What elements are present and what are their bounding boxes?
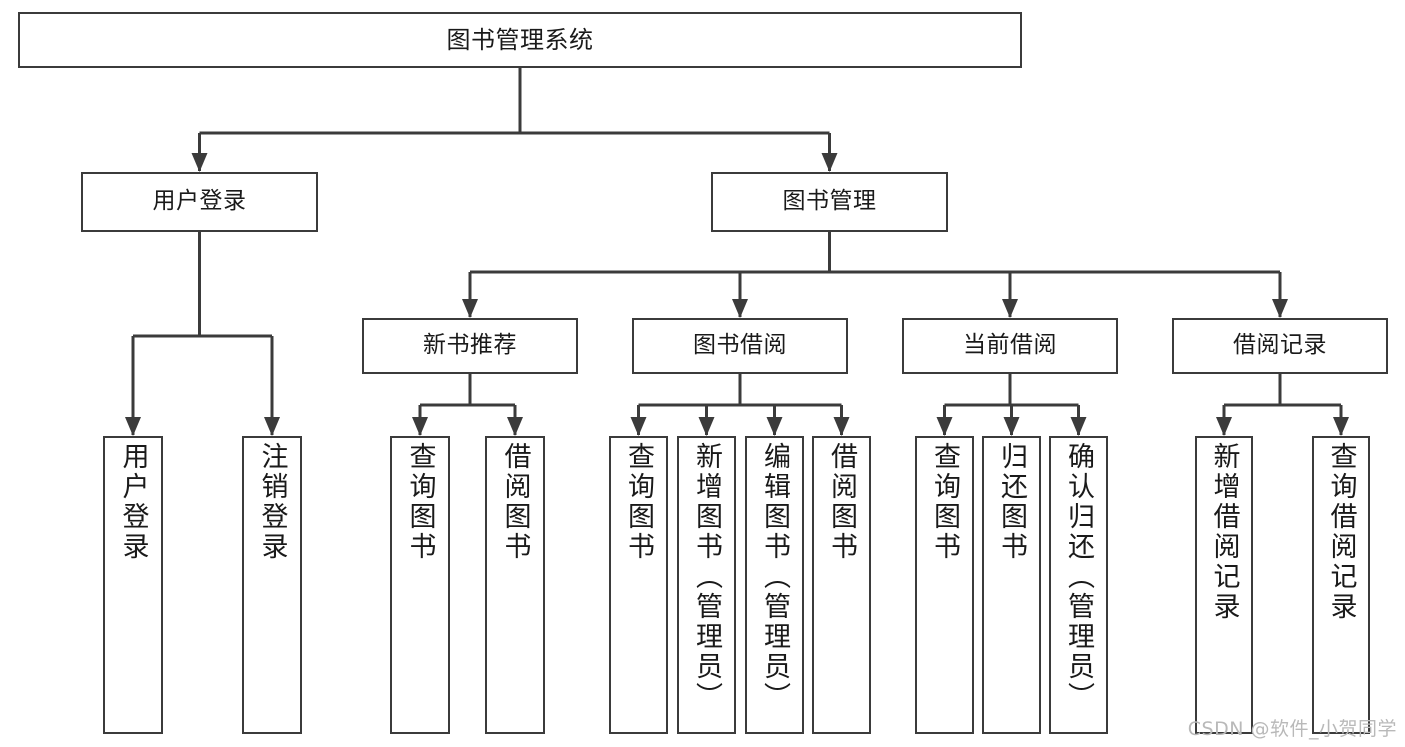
node-leaf-bor-1[interactable]: 查询图书	[609, 436, 668, 734]
node-label-root: 图书管理系统	[446, 25, 594, 54]
node-records[interactable]: 借阅记录	[1172, 318, 1388, 374]
node-label-leaf-new-2: 借阅图书	[499, 442, 531, 562]
node-label-leaf-rec-1: 新增借阅记录	[1208, 442, 1240, 622]
node-leaf-bor-4[interactable]: 借阅图书	[812, 436, 871, 734]
node-label-leaf-login-1: 用户登录	[117, 442, 149, 562]
arrowhead-leaf-bor-1	[630, 417, 647, 436]
watermark-label: CSDN @软件_小贺同学	[1187, 718, 1397, 740]
node-label-records: 借阅记录	[1233, 332, 1327, 359]
node-current[interactable]: 当前借阅	[902, 318, 1118, 374]
arrowhead-leaf-login-2	[264, 417, 280, 436]
node-borrow[interactable]: 图书借阅	[632, 318, 848, 374]
arrowhead-leaf-cur-3	[1070, 417, 1087, 436]
node-leaf-login-2[interactable]: 注销登录	[242, 436, 302, 734]
arrowhead-leaf-bor-3	[766, 417, 783, 436]
arrowhead-borrow	[732, 299, 748, 318]
node-label-leaf-bor-4: 借阅图书	[826, 442, 857, 562]
node-leaf-bor-3[interactable]: 编辑图书（管理员）	[745, 436, 804, 734]
arrowhead-login	[191, 153, 208, 172]
node-leaf-new-2[interactable]: 借阅图书	[485, 436, 545, 734]
arrowhead-newbook	[462, 299, 478, 318]
node-label-login: 用户登录	[152, 188, 247, 215]
arrowhead-leaf-new-2	[507, 417, 523, 436]
node-leaf-cur-2[interactable]: 归还图书	[982, 436, 1041, 734]
node-root[interactable]: 图书管理系统	[18, 12, 1022, 68]
node-label-leaf-bor-3: 编辑图书（管理员）	[759, 442, 790, 712]
arrowhead-leaf-new-1	[412, 417, 428, 436]
node-label-leaf-cur-3: 确认归还（管理员）	[1063, 442, 1094, 712]
node-leaf-bor-2[interactable]: 新增图书（管理员）	[677, 436, 736, 734]
arrowhead-records	[1272, 299, 1288, 318]
arrowhead-leaf-rec-2	[1333, 417, 1349, 436]
node-label-leaf-bor-1: 查询图书	[623, 442, 654, 562]
arrowhead-leaf-cur-2	[1003, 417, 1020, 436]
node-login[interactable]: 用户登录	[81, 172, 318, 232]
node-leaf-cur-3[interactable]: 确认归还（管理员）	[1049, 436, 1108, 734]
arrowhead-current	[1002, 299, 1018, 318]
node-leaf-login-1[interactable]: 用户登录	[103, 436, 163, 734]
node-leaf-cur-1[interactable]: 查询图书	[915, 436, 974, 734]
arrowhead-leaf-login-1	[125, 417, 141, 436]
arrowhead-leaf-bor-4	[833, 417, 850, 436]
node-label-leaf-login-2: 注销登录	[256, 442, 288, 562]
node-leaf-new-1[interactable]: 查询图书	[390, 436, 450, 734]
node-bookmgmt[interactable]: 图书管理	[711, 172, 948, 232]
node-label-bookmgmt: 图书管理	[782, 188, 877, 215]
arrowhead-leaf-rec-1	[1216, 417, 1232, 436]
node-leaf-rec-1[interactable]: 新增借阅记录	[1195, 436, 1253, 734]
node-label-leaf-rec-2: 查询借阅记录	[1325, 442, 1357, 622]
arrowhead-bookmgmt	[821, 153, 838, 172]
node-label-newbook: 新书推荐	[423, 332, 517, 359]
node-label-leaf-bor-2: 新增图书（管理员）	[691, 442, 722, 712]
arrowhead-leaf-cur-1	[936, 417, 953, 436]
node-label-borrow: 图书借阅	[693, 332, 787, 359]
node-leaf-rec-2[interactable]: 查询借阅记录	[1312, 436, 1370, 734]
node-label-leaf-new-1: 查询图书	[404, 442, 436, 562]
arrowhead-leaf-bor-2	[698, 417, 715, 436]
node-label-current: 当前借阅	[963, 332, 1057, 359]
node-newbook[interactable]: 新书推荐	[362, 318, 578, 374]
node-label-leaf-cur-1: 查询图书	[929, 442, 960, 562]
node-label-leaf-cur-2: 归还图书	[996, 442, 1027, 562]
